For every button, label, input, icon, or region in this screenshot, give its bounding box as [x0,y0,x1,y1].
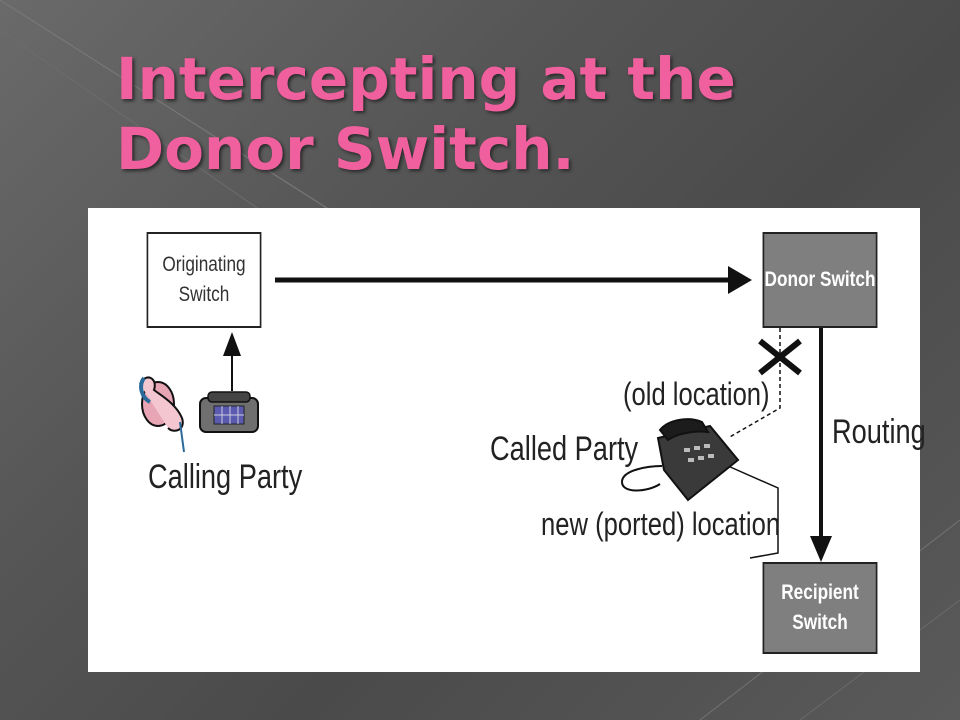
blocked-x-icon [758,338,802,376]
routing-label: Routing [832,413,926,451]
diagram-panel: Originating Switch Donor Switch Recipien… [88,208,926,672]
calling-party-label: Calling Party [148,458,303,496]
new-location-label: new (ported) location [541,506,781,542]
diagram-connectors [139,266,832,562]
originating-switch-line1: Originating [162,253,246,276]
donor-switch-label: Donor Switch [764,268,876,291]
old-location-line [727,328,781,439]
recipient-switch-line2: Switch [792,611,848,634]
recipient-switch-line1: Recipient [781,581,859,604]
calling-uplink-head [223,332,241,356]
old-location-label: (old location) [623,376,770,412]
slide-title: Intercepting at the Donor Switch. [116,45,736,183]
call-arrow-head [728,266,752,294]
calling-phone-icon [139,376,259,453]
called-party-label: Called Party [490,430,639,468]
routing-arrow-head [810,536,832,562]
originating-switch-line2: Switch [178,283,230,306]
new-location-line [727,465,779,559]
donor-switch-box: Donor Switch [762,232,878,328]
originating-switch-box: Originating Switch [146,232,262,328]
called-phone-icon [620,418,740,502]
recipient-switch-box: Recipient Switch [762,562,878,654]
